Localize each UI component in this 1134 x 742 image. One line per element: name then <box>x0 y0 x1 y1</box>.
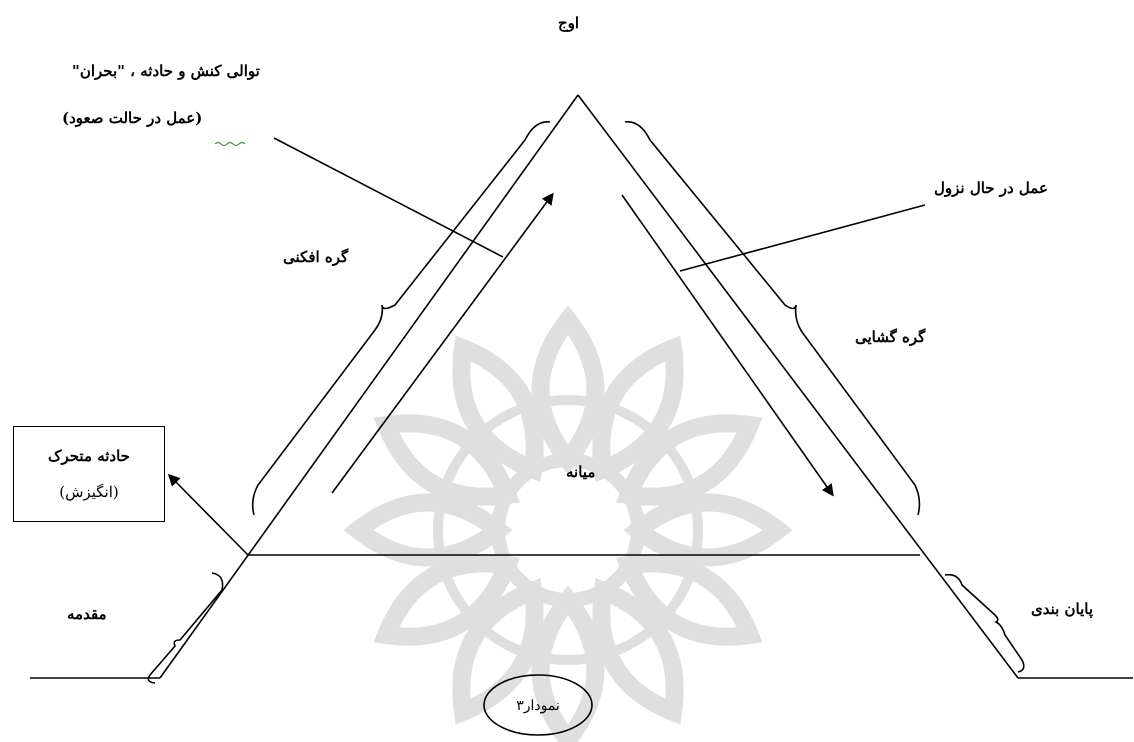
left-slope <box>159 94 579 679</box>
falling-arrow <box>621 194 834 497</box>
falling-action-label: عمل در حال نزول <box>934 179 1048 197</box>
inciting-incident-title: حادثه متحرک <box>48 447 130 465</box>
rising-leader-line <box>273 137 504 258</box>
left-small-brace <box>147 572 224 684</box>
inciting-arrow <box>167 473 249 556</box>
introduction-label: مقدمه <box>67 605 107 623</box>
right-small-brace <box>944 573 1025 673</box>
middle-label: میانه <box>566 463 596 481</box>
apex-label: اوج <box>558 14 580 32</box>
rising-arrow <box>331 192 554 494</box>
right-brace <box>624 121 921 516</box>
right-slope <box>577 94 1019 679</box>
resolution-label: گره گشایی <box>855 328 926 346</box>
rising-action-title: توالی کنش و حادثه ، "بحران" <box>72 62 260 80</box>
figure-ellipse <box>483 674 593 736</box>
falling-leader-line <box>679 204 926 272</box>
left-brace <box>251 121 551 516</box>
ending-label: پایان بندی <box>1031 600 1094 618</box>
inciting-incident-sub: (انگیزش) <box>59 483 119 501</box>
spellcheck-underline <box>214 141 246 147</box>
rising-action-sub: (عمل در حالت صعود) <box>62 109 203 127</box>
complication-label: گره افکنی <box>283 248 349 266</box>
figure-label: نمودار۳ <box>516 698 560 714</box>
inciting-incident-box: حادثه متحرک (انگیزش) <box>13 426 165 522</box>
